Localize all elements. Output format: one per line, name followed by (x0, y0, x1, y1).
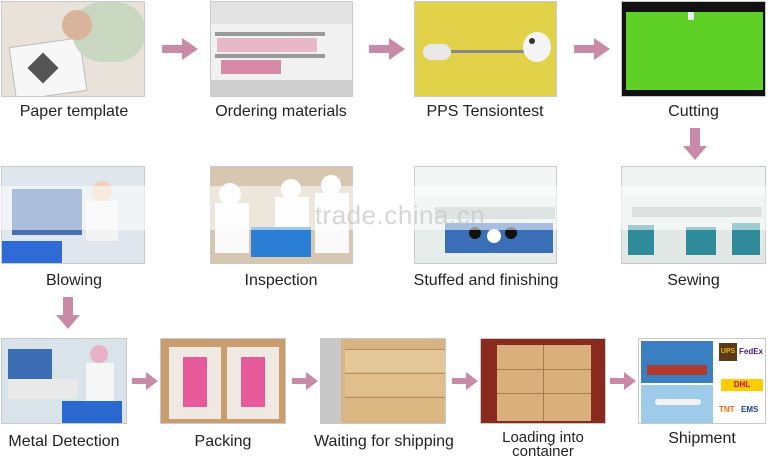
step-label: Cutting (668, 103, 719, 120)
step-label: Loading into container (470, 429, 616, 460)
ups-logo: UPS (719, 343, 737, 361)
step-label: Inspection (244, 272, 318, 289)
step-label: Ordering materials (215, 103, 347, 120)
metal-detection-photo (1, 338, 127, 424)
right-arrow-icon (292, 372, 318, 390)
down-arrow-icon (56, 297, 80, 329)
shipment-photo: UPS FedEx DHL TNT EMS (638, 338, 766, 424)
step-label: Paper template (19, 103, 129, 120)
right-arrow-icon (369, 38, 405, 60)
right-arrow-icon (574, 38, 610, 60)
right-arrow-icon (132, 372, 158, 390)
watermark-band (0, 186, 768, 230)
step-label: Packing (194, 433, 252, 450)
right-arrow-icon (610, 372, 636, 390)
paper-template-photo (1, 1, 145, 97)
step-label-line2: container (512, 443, 574, 460)
step-label: Waiting for shipping (314, 433, 454, 450)
right-arrow-icon (162, 38, 198, 60)
packing-photo (160, 338, 286, 424)
step-label: Sewing (667, 272, 720, 289)
right-arrow-icon (452, 372, 478, 390)
watermark-text: trade.china.cn (314, 200, 486, 230)
dhl-logo: DHL (721, 379, 763, 391)
step-label-line1: Loading into (502, 429, 584, 446)
step-label: Blowing (45, 272, 103, 289)
waiting-shipping-photo (320, 338, 446, 424)
ems-logo: EMS (741, 405, 759, 414)
step-label: Shipment (668, 430, 736, 447)
pps-tensiontest-photo (414, 1, 557, 97)
tnt-logo: TNT (719, 405, 735, 414)
step-label: PPS Tensiontest (426, 103, 544, 120)
ordering-materials-photo (210, 1, 353, 97)
cutting-photo (621, 1, 766, 97)
step-label: Metal Detection (8, 433, 120, 450)
down-arrow-icon (683, 128, 707, 160)
step-label: Stuffed and finishing (413, 272, 559, 289)
loading-container-photo (480, 338, 606, 424)
fedex-logo: FedEx (739, 347, 764, 356)
